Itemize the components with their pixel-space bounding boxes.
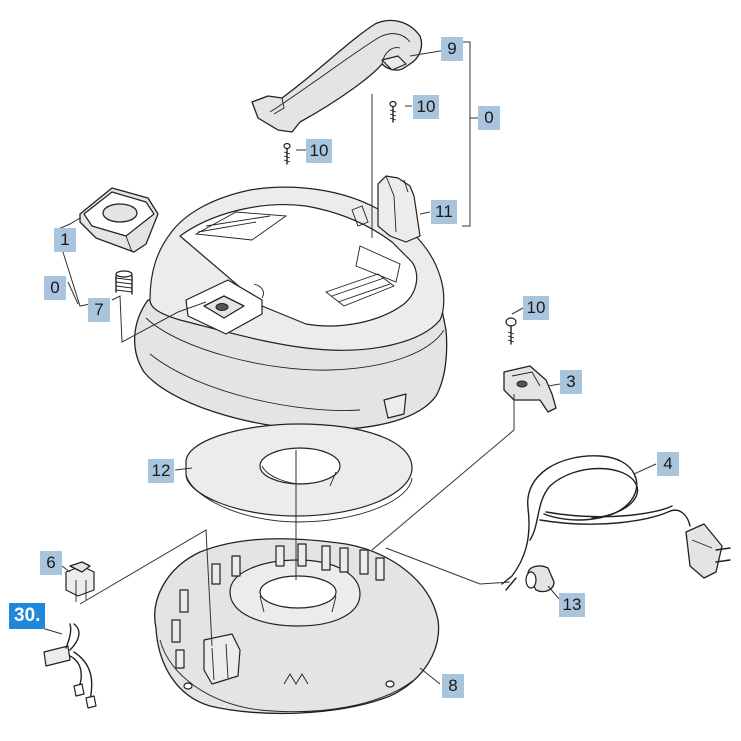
wire-harness-part: [43, 623, 97, 709]
callout-part-1: 1: [54, 228, 76, 252]
callout-part-7: 7: [88, 298, 110, 322]
filter-gasket-part: [185, 423, 413, 523]
callout-part-30: 30.: [9, 603, 46, 629]
callout-part-13: 13: [559, 593, 585, 617]
callout-part-8: 8: [442, 674, 464, 698]
motor-head-housing: [134, 175, 448, 431]
base-chassis-part: [154, 538, 440, 715]
handle-part: [251, 19, 423, 133]
callout-part-11: 11: [431, 200, 457, 224]
callout-part-3: 3: [560, 370, 582, 394]
callout-part-10-top: 10: [413, 95, 439, 119]
screw-part: [283, 142, 291, 165]
callout-part-4: 4: [657, 452, 679, 476]
rocker-switch-part: [65, 561, 95, 602]
callout-part-12: 12: [148, 459, 174, 483]
screw-part: [389, 100, 397, 123]
power-cord-part: [501, 455, 731, 591]
callout-part-10-right: 10: [523, 296, 549, 320]
cable-clamp-part: [503, 365, 557, 413]
callout-part-10-left: 10: [306, 139, 332, 163]
callout-part-9: 9: [441, 37, 463, 61]
screw-part: [505, 317, 517, 345]
callout-part-6: 6: [40, 551, 62, 575]
button-cap-part: [79, 187, 159, 253]
spring-part: [115, 270, 133, 295]
callout-part-0-left: 0: [44, 276, 66, 300]
ferrite-ring-part: [525, 565, 555, 593]
callout-part-0-top: 0: [478, 106, 500, 130]
